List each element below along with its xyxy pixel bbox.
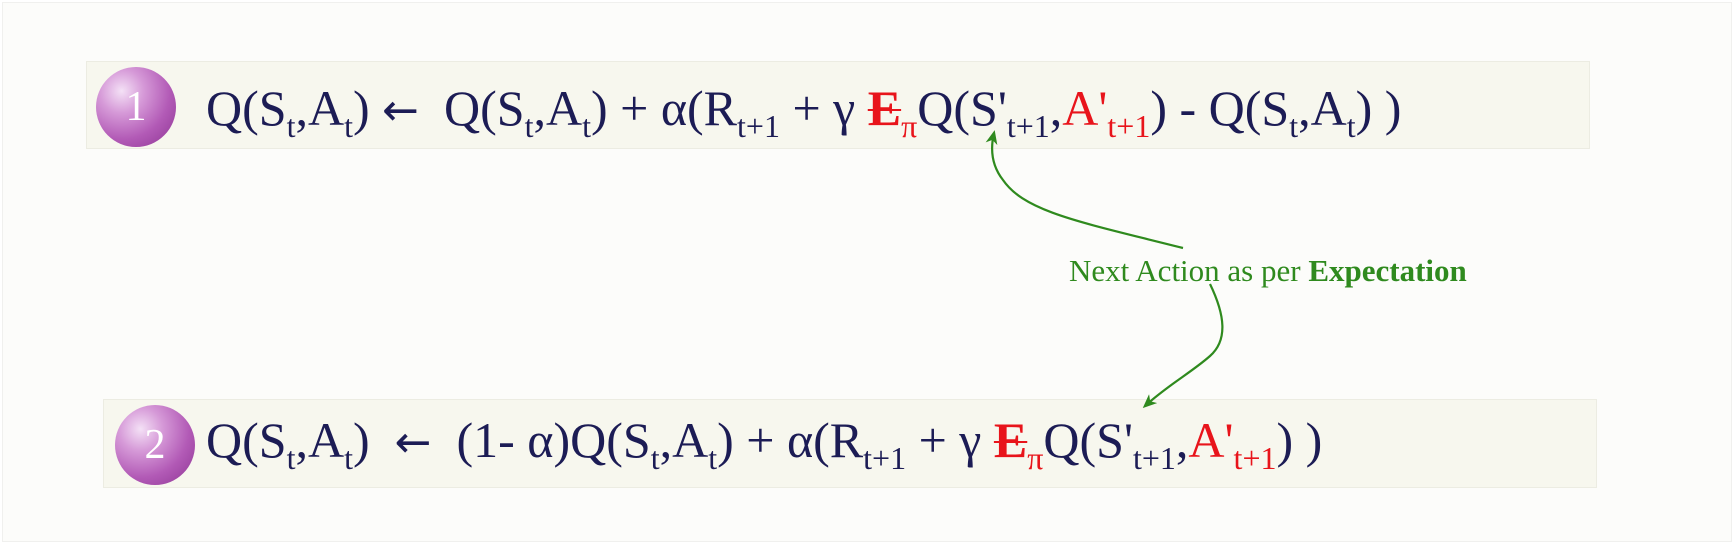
lhs-s-sub: t bbox=[286, 108, 296, 144]
lhs-q: Q(S bbox=[206, 80, 287, 136]
next-s-sub: t+1 bbox=[1132, 440, 1176, 476]
next-action-sub: t+1 bbox=[1107, 108, 1151, 144]
rhs-q: Q(S bbox=[444, 80, 525, 136]
next-action: A' bbox=[1062, 80, 1108, 136]
expectation-operator: E bbox=[867, 80, 902, 136]
rhs-close-alpha: ) + α(R bbox=[590, 80, 738, 136]
lhs-comma-a: ,A bbox=[295, 412, 345, 468]
tail-close: ) ) bbox=[1276, 412, 1323, 468]
equation-2-band bbox=[103, 399, 1597, 488]
next-action: A' bbox=[1188, 412, 1234, 468]
rhs-close-alpha: ) + α(R bbox=[717, 412, 864, 468]
rhs-a-sub: t bbox=[582, 108, 591, 144]
rhs-comma-a: ,A bbox=[659, 412, 709, 468]
rhs-s-sub: t bbox=[524, 108, 534, 144]
tail-q: ) - Q(S bbox=[1150, 80, 1290, 136]
step-badge-1: 1 bbox=[96, 67, 176, 147]
annotation-prefix: Next Action as per bbox=[1069, 253, 1309, 288]
reward-sub: t+1 bbox=[737, 108, 780, 144]
pi-sub: π bbox=[901, 108, 918, 144]
equation-1-band bbox=[86, 61, 1590, 149]
rhs-a-sub: t bbox=[708, 440, 718, 476]
next-action-sub: t+1 bbox=[1233, 440, 1277, 476]
assign-arrow: ← bbox=[382, 85, 419, 136]
tail-comma-a: ,A bbox=[1298, 80, 1347, 136]
annotation-label: Next Action as per Expectation bbox=[1069, 253, 1467, 289]
annotation-emphasis: Expectation bbox=[1308, 253, 1467, 288]
next-q: Q(S' bbox=[917, 80, 1007, 136]
next-q: Q(S' bbox=[1043, 412, 1133, 468]
lhs-q: Q(S bbox=[206, 412, 287, 468]
expectation-operator: E bbox=[993, 412, 1028, 468]
tail-a-sub: t bbox=[1346, 108, 1356, 144]
gamma-term: + γ bbox=[779, 80, 868, 136]
lhs-close: ) bbox=[352, 80, 370, 136]
step-badge-2: 2 bbox=[115, 405, 195, 485]
equation-2: Q(St,At) ← (1- α)Q(St,At) + α(Rt+1 + γ E… bbox=[206, 412, 1323, 474]
lhs-a-sub: t bbox=[344, 440, 353, 476]
tail-close: ) ) bbox=[1355, 80, 1402, 136]
equation-1: Q(St,At) ← Q(St,At) + α(Rt+1 + γ EπQ(S't… bbox=[206, 80, 1402, 142]
gamma-term: + γ bbox=[906, 412, 994, 468]
tail-s-sub: t bbox=[1289, 108, 1299, 144]
lhs-s-sub: t bbox=[286, 440, 296, 476]
rhs-s-sub: t bbox=[650, 440, 660, 476]
lhs-a-sub: t bbox=[344, 108, 353, 144]
pi-sub: π bbox=[1027, 440, 1044, 476]
next-s-sub: t+1 bbox=[1006, 108, 1050, 144]
next-comma: , bbox=[1175, 412, 1189, 468]
reward-sub: t+1 bbox=[863, 440, 907, 476]
next-comma: , bbox=[1049, 80, 1063, 136]
lhs-close: ) bbox=[352, 412, 370, 468]
rhs-pre: (1- α)Q(S bbox=[456, 412, 651, 468]
rhs-comma-a: ,A bbox=[533, 80, 583, 136]
lhs-comma-a: ,A bbox=[295, 80, 345, 136]
assign-arrow: ← bbox=[394, 417, 432, 468]
